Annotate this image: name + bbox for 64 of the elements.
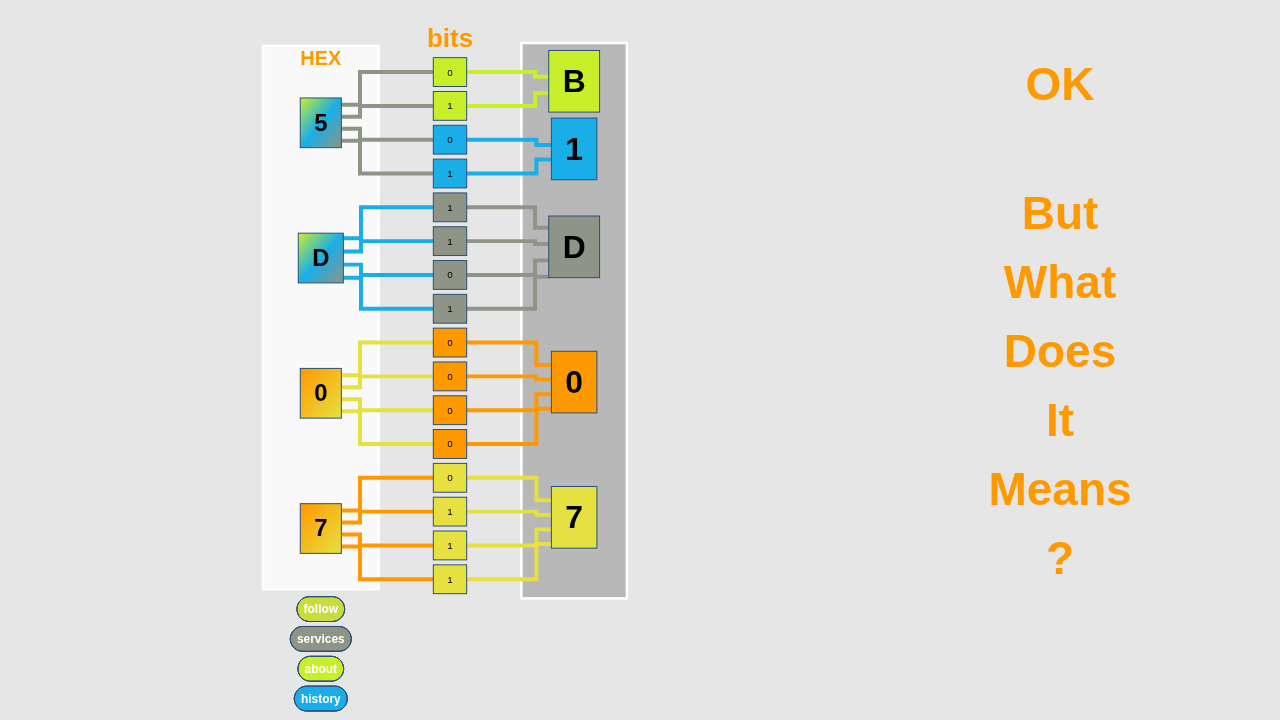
bit-box: 0 [432, 327, 468, 358]
connector-line [343, 262, 434, 277]
bit-box: 1 [432, 496, 468, 527]
connector-line [341, 103, 434, 119]
connector-line [466, 91, 549, 108]
bit-box: 0 [432, 395, 468, 426]
bit-box: 0 [432, 57, 468, 87]
bit-box: 0 [432, 124, 468, 155]
connector-line [341, 475, 434, 513]
bit-box: 1 [432, 564, 468, 595]
heading-text: OK [1025, 57, 1095, 112]
connector-line [466, 527, 552, 548]
connector-line [341, 126, 434, 142]
question-text: But What Does It Means ? [988, 186, 1132, 586]
connector-line [466, 239, 549, 247]
hex-digit-box: 0 [550, 350, 598, 414]
hex-digit-box: 0 [299, 367, 342, 419]
hex-digit-box: 1 [550, 117, 598, 181]
hex-digit-box: D [548, 215, 601, 279]
connector-line [341, 397, 434, 413]
bit-box: 1 [432, 158, 468, 189]
connector-line [466, 406, 552, 446]
connector-line [466, 509, 552, 517]
connector-line [466, 258, 549, 277]
connector-line [343, 205, 434, 241]
hex-digit-box: D [297, 232, 344, 284]
connector-line [466, 274, 549, 311]
connector-line [466, 475, 552, 503]
connector-line [466, 542, 552, 582]
bit-box: 1 [432, 90, 468, 121]
hex-digit-box: 7 [299, 503, 342, 554]
connector-line [341, 340, 434, 378]
connector-line [341, 409, 434, 446]
bit-box: 0 [432, 429, 468, 459]
bit-box: 0 [432, 260, 468, 290]
connector-line [341, 138, 434, 176]
connector-line [343, 239, 434, 254]
hex-digit-box: 5 [299, 97, 342, 149]
connector-line [466, 205, 549, 230]
connector-line [341, 374, 434, 390]
bit-box: 0 [432, 462, 468, 493]
column-heading: bits [426, 22, 474, 54]
connector-line [341, 532, 434, 548]
nav-tab: history [293, 685, 348, 712]
nav-tab: services [289, 626, 352, 652]
connector-line [343, 275, 434, 311]
bit-box: 0 [432, 361, 468, 392]
bit-box: 1 [432, 226, 468, 257]
connector-line [341, 544, 434, 582]
connector-line [341, 509, 434, 525]
nav-tab: about [297, 655, 345, 682]
connector-line [466, 157, 552, 176]
connector-line [466, 392, 552, 413]
hex-digit-box: 7 [550, 486, 598, 549]
connector-line [341, 70, 434, 107]
hex-digit-box: B [548, 49, 601, 113]
connector-line [466, 70, 549, 79]
connector-line [466, 374, 552, 382]
bit-box: 1 [432, 192, 468, 223]
connector-line [466, 137, 552, 147]
nav-tab: follow [296, 596, 346, 622]
bit-box: 1 [432, 530, 468, 561]
bit-box: 1 [432, 293, 468, 324]
connector-line [466, 340, 552, 368]
